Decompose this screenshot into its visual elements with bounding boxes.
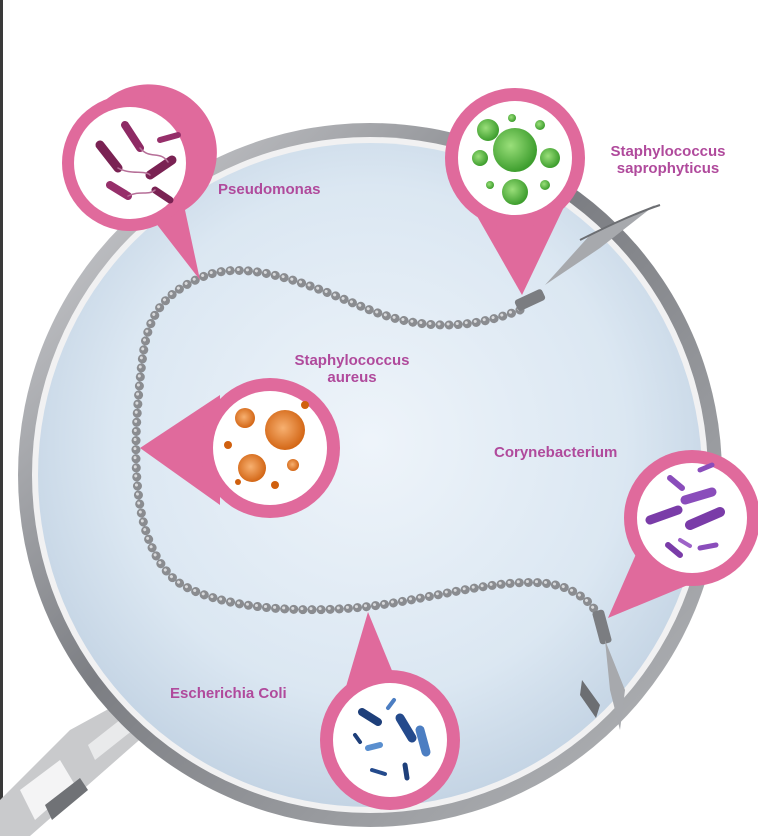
pin-staphylococcus-aureus xyxy=(140,378,340,518)
label-staph-sapro-line1: Staphylococcus xyxy=(610,143,726,160)
label-staphylococcus-aureus: Staphylococcus aureus xyxy=(262,352,442,386)
label-staph-aureus-line2: aureus xyxy=(327,369,377,386)
lens-glass xyxy=(38,143,702,807)
label-staphylococcus-saprophyticus: Staphylococcus saprophyticus xyxy=(593,143,743,177)
rod-bacteria-icon xyxy=(353,698,431,781)
rod-bacteria-icon xyxy=(645,462,725,558)
pin-staphylococcus-saprophyticus xyxy=(445,88,585,295)
cocci-cluster-icon xyxy=(224,401,309,489)
pin-escherichia-coli xyxy=(320,612,460,810)
cocci-cluster-icon xyxy=(472,114,560,205)
pin-pseudomonas xyxy=(62,84,217,280)
label-staph-aureus-line1: Staphylococcus xyxy=(294,352,410,369)
label-pseudomonas: Pseudomonas xyxy=(218,181,321,198)
label-corynebacterium: Corynebacterium xyxy=(494,444,618,461)
chain-clasp-top xyxy=(514,204,661,311)
pin-corynebacterium xyxy=(608,450,758,618)
rod-bacteria-icon xyxy=(95,121,181,204)
left-border xyxy=(0,0,3,836)
label-staph-sapro-line2: saprophyticus xyxy=(616,160,720,177)
chain-clasp-bottom xyxy=(580,609,625,730)
label-escherichia-coli: Escherichia Coli xyxy=(170,685,287,702)
